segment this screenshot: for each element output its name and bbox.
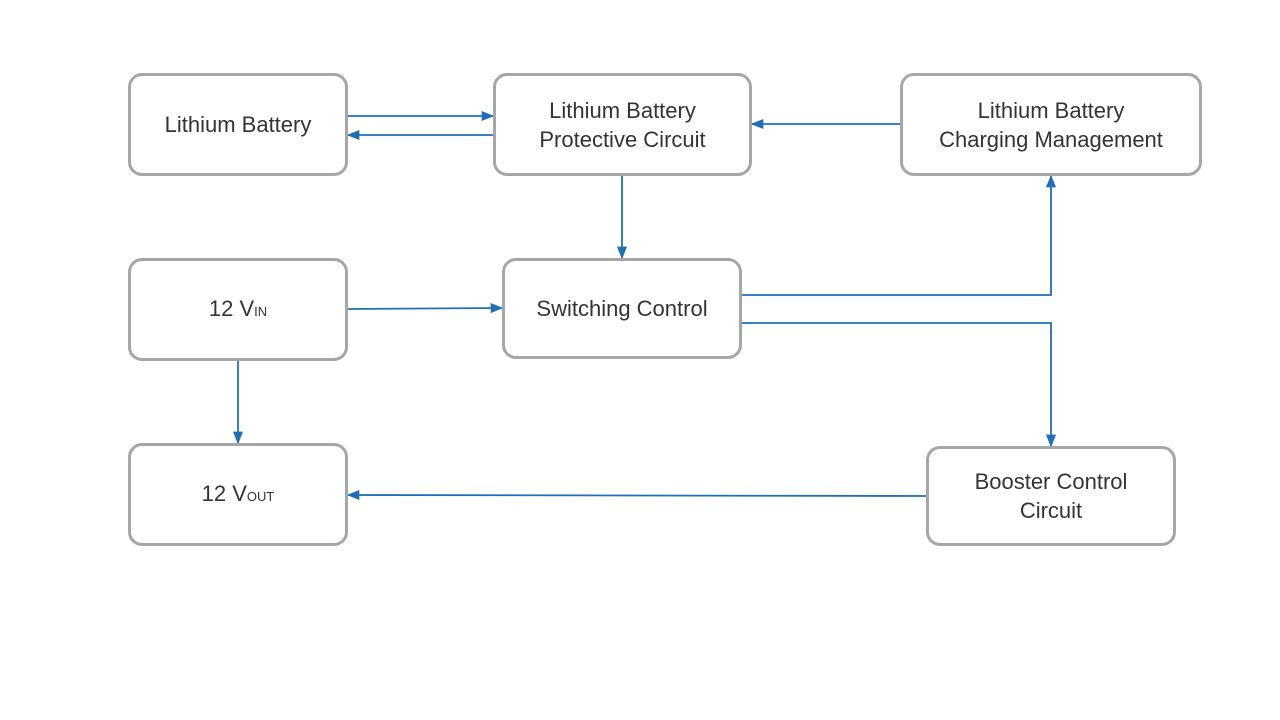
switching-control-label: Switching Control [536,296,708,321]
vin-box: 12 VIN [128,258,348,361]
protective-circuit-label-line1: Lithium Battery [549,97,696,123]
arrow-vin-to-switch [347,303,504,314]
lithium-battery-label: Lithium Battery [164,112,312,137]
vout-label-subscript: OUT [246,488,275,504]
vin-label-subscript: IN [254,303,268,319]
charging-management-box: Lithium Battery Charging Management [900,73,1202,176]
charging-management-label-line1: Lithium Battery [977,97,1125,123]
switching-control-box: Switching Control [502,258,742,359]
arrow-switch-to-charge [742,174,1057,296]
lithium-battery-box: Lithium Battery [128,73,348,176]
protective-circuit-box: Lithium Battery Protective Circuit [493,73,752,176]
vin-label-main: 12 V [208,295,255,321]
booster-control-box: Booster Control Circuit [926,446,1176,546]
booster-control-label-line1: Booster Control [974,469,1128,494]
vout-label-main: 12 V [201,480,247,506]
arrow-switch-to-boost [742,322,1057,448]
vin-label: 12 VIN [209,294,267,326]
vout-box: 12 VOUT [128,443,348,546]
vout-label: 12 VOUT [202,479,275,511]
protective-circuit-label-line2: Protective Circuit [539,126,706,152]
arrow-boost-to-vout [346,489,927,501]
booster-control-label-line2: Circuit [1019,498,1083,523]
charging-management-label-line2: Charging Management [939,126,1163,152]
